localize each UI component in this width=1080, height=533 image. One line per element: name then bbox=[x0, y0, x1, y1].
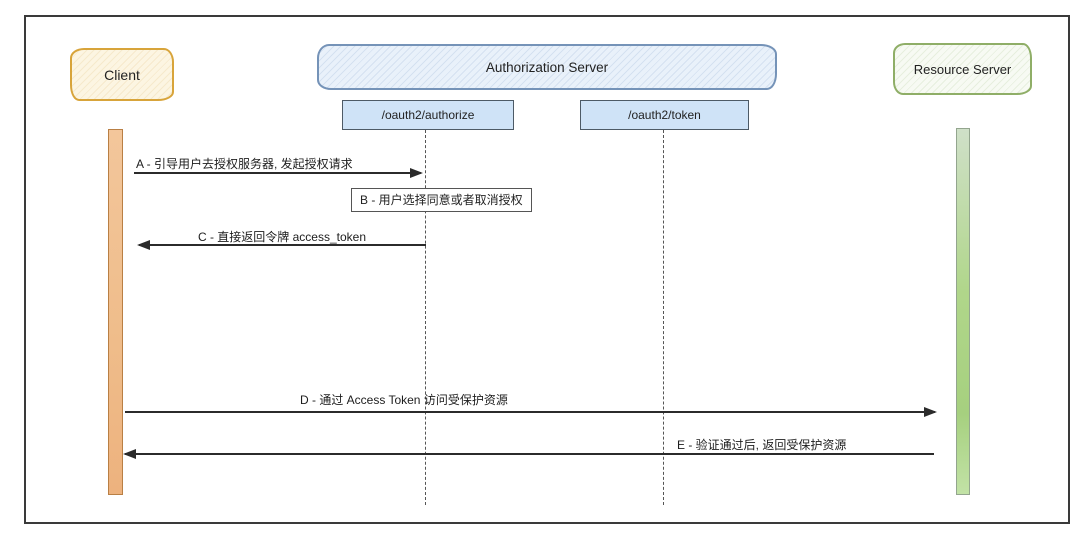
endpoint-authorize-label: /oauth2/authorize bbox=[381, 108, 475, 122]
message-e-arrow bbox=[123, 449, 934, 459]
client-lifeline-bar bbox=[108, 129, 123, 495]
actor-resource-server-box: Resource Server bbox=[893, 43, 1032, 95]
message-b-note: B - 用户选择同意或者取消授权 bbox=[351, 188, 532, 212]
actor-client-box: Client bbox=[70, 48, 174, 101]
actor-authorization-server-label: Authorization Server bbox=[485, 59, 609, 75]
actor-client-label: Client bbox=[104, 66, 140, 83]
actor-resource-server-label: Resource Server bbox=[913, 61, 1012, 77]
actor-authorization-server-box: Authorization Server bbox=[317, 44, 777, 90]
message-c-label: C - 直接返回令牌 access_token bbox=[197, 230, 367, 244]
message-d-label: D - 通过 Access Token 访问受保护资源 bbox=[300, 393, 508, 407]
message-e-label: E - 验证通过后, 返回受保护资源 bbox=[677, 438, 847, 452]
endpoint-token-label: /oauth2/token bbox=[628, 108, 701, 122]
message-d-arrow bbox=[125, 407, 937, 417]
resource-server-lifeline-bar bbox=[956, 128, 970, 495]
endpoint-authorize-box: /oauth2/authorize bbox=[342, 100, 514, 130]
endpoint-token-box: /oauth2/token bbox=[580, 100, 749, 130]
message-a-arrow bbox=[134, 168, 423, 178]
token-lifeline-dashed bbox=[663, 130, 664, 505]
message-a-label: A - 引导用户去授权服务器, 发起授权请求 bbox=[136, 157, 353, 171]
authorize-lifeline-dashed bbox=[425, 130, 426, 505]
diagram-frame: Client Authorization Server Resource Ser… bbox=[24, 15, 1070, 524]
message-c-arrow bbox=[137, 240, 426, 250]
